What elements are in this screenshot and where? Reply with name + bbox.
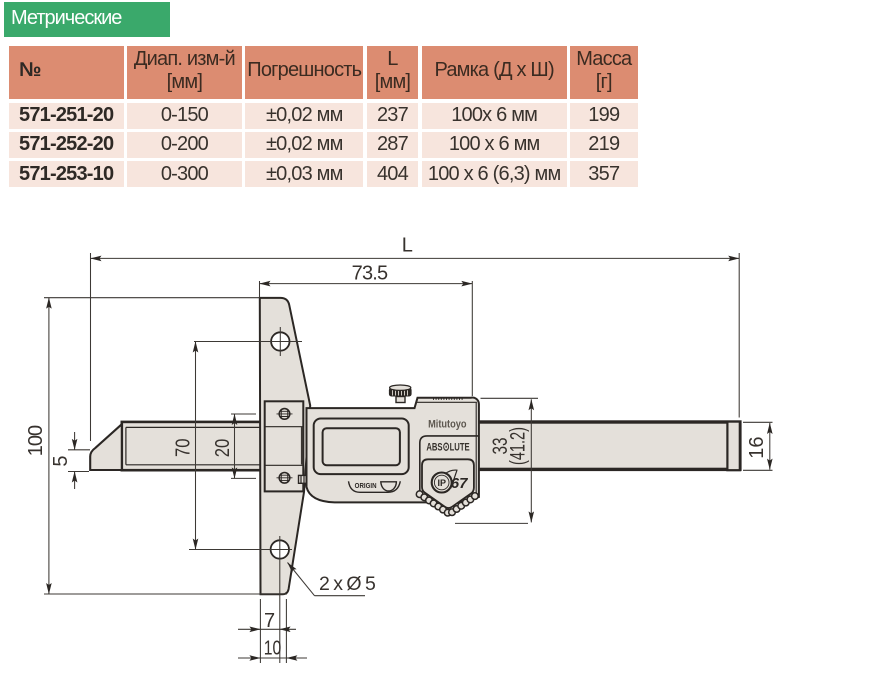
svg-text:67: 67	[451, 475, 468, 492]
svg-text:33: 33	[488, 437, 512, 454]
svg-text:IP: IP	[437, 478, 446, 488]
svg-text:7: 7	[264, 610, 275, 632]
svg-text:16: 16	[746, 436, 768, 458]
svg-text:5: 5	[50, 455, 72, 466]
svg-text:ORIGIN: ORIGIN	[355, 483, 377, 491]
svg-text:100: 100	[25, 425, 47, 456]
svg-text:73.5: 73.5	[352, 263, 388, 285]
svg-text:10: 10	[264, 638, 282, 660]
svg-text:2 x Ø 5: 2 x Ø 5	[319, 573, 376, 595]
svg-text:ABS⊙LUTE: ABS⊙LUTE	[426, 441, 469, 454]
svg-text:(41.2): (41.2)	[507, 427, 530, 465]
svg-text:L: L	[402, 235, 413, 257]
svg-text:Mitutoyo: Mitutoyo	[428, 419, 466, 431]
svg-text:70: 70	[172, 439, 194, 458]
svg-text:20: 20	[212, 439, 234, 458]
